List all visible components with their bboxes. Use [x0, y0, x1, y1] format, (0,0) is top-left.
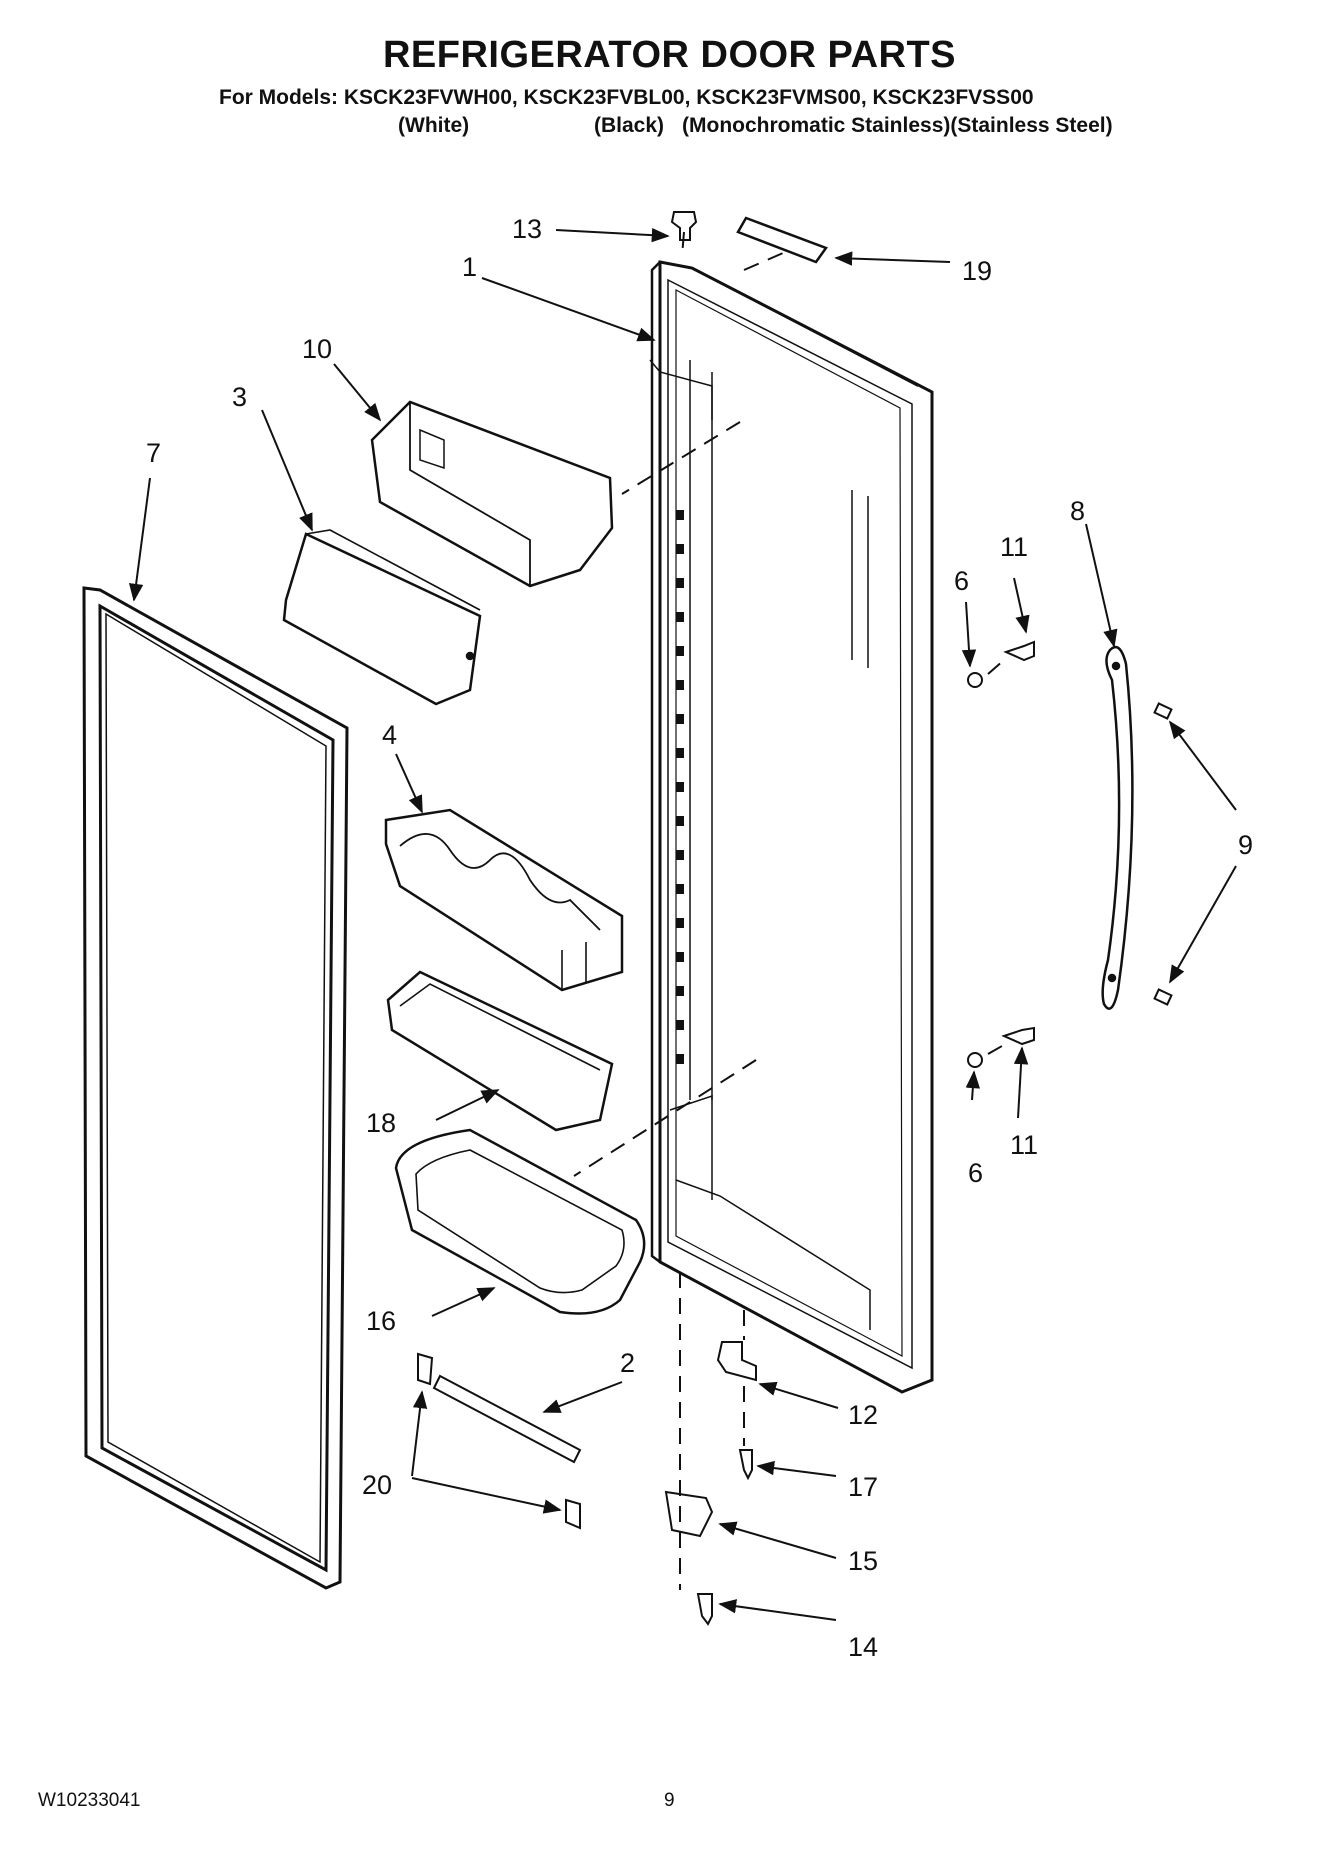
dairy-bin-part	[370, 400, 614, 588]
label-part	[736, 216, 828, 264]
handle-part	[1101, 645, 1134, 1010]
callout-20: 20	[362, 1470, 392, 1500]
callout-11-bottom: 11	[1010, 1130, 1038, 1160]
gallon-bin-part	[394, 1128, 646, 1315]
color-white: (White)	[398, 114, 470, 137]
plug-part	[670, 211, 698, 241]
color-black: (Black)	[594, 114, 665, 137]
color-stainless: (Monochromatic Stainless)(Stainless Stee…	[682, 114, 1113, 137]
callout-3: 3	[232, 382, 247, 412]
page-number: 9	[664, 1790, 675, 1811]
callout-18: 18	[366, 1108, 396, 1138]
callout-7: 7	[146, 438, 161, 468]
door-shelf-part	[386, 970, 614, 1132]
callout-19: 19	[962, 256, 992, 286]
door-liner-part	[649, 260, 934, 1394]
trim-strip-part	[417, 1352, 582, 1530]
callout-2: 2	[620, 1348, 635, 1378]
callout-17: 17	[848, 1472, 878, 1502]
callout-6-bottom: 6	[968, 1158, 983, 1188]
callout-8: 8	[1070, 496, 1085, 526]
callout-14: 14	[848, 1632, 878, 1662]
assembly-lines	[573, 231, 1005, 1590]
callout-1: 1	[462, 252, 477, 282]
models-line: For Models: KSCK23FVWH00, KSCK23FVBL00, …	[219, 86, 1034, 109]
callout-13: 13	[512, 214, 542, 244]
fastener-parts	[967, 640, 1173, 1068]
callout-15: 15	[848, 1546, 878, 1576]
document-number: W10233041	[38, 1790, 141, 1811]
callout-arrows	[128, 227, 1237, 1621]
egg-tray-part	[384, 808, 624, 992]
dairy-door-part	[282, 529, 482, 706]
callout-10: 10	[302, 334, 332, 364]
callout-16: 16	[366, 1306, 396, 1336]
callout-4: 4	[382, 720, 397, 750]
door-gasket-part	[82, 586, 349, 1590]
page-title: REFRIGERATOR DOOR PARTS	[382, 34, 957, 76]
callout-6-top: 6	[954, 566, 969, 596]
callout-11-top: 11	[1000, 532, 1028, 562]
callout-9: 9	[1238, 830, 1253, 860]
callout-12: 12	[848, 1400, 878, 1430]
hinge-parts	[664, 1341, 757, 1626]
